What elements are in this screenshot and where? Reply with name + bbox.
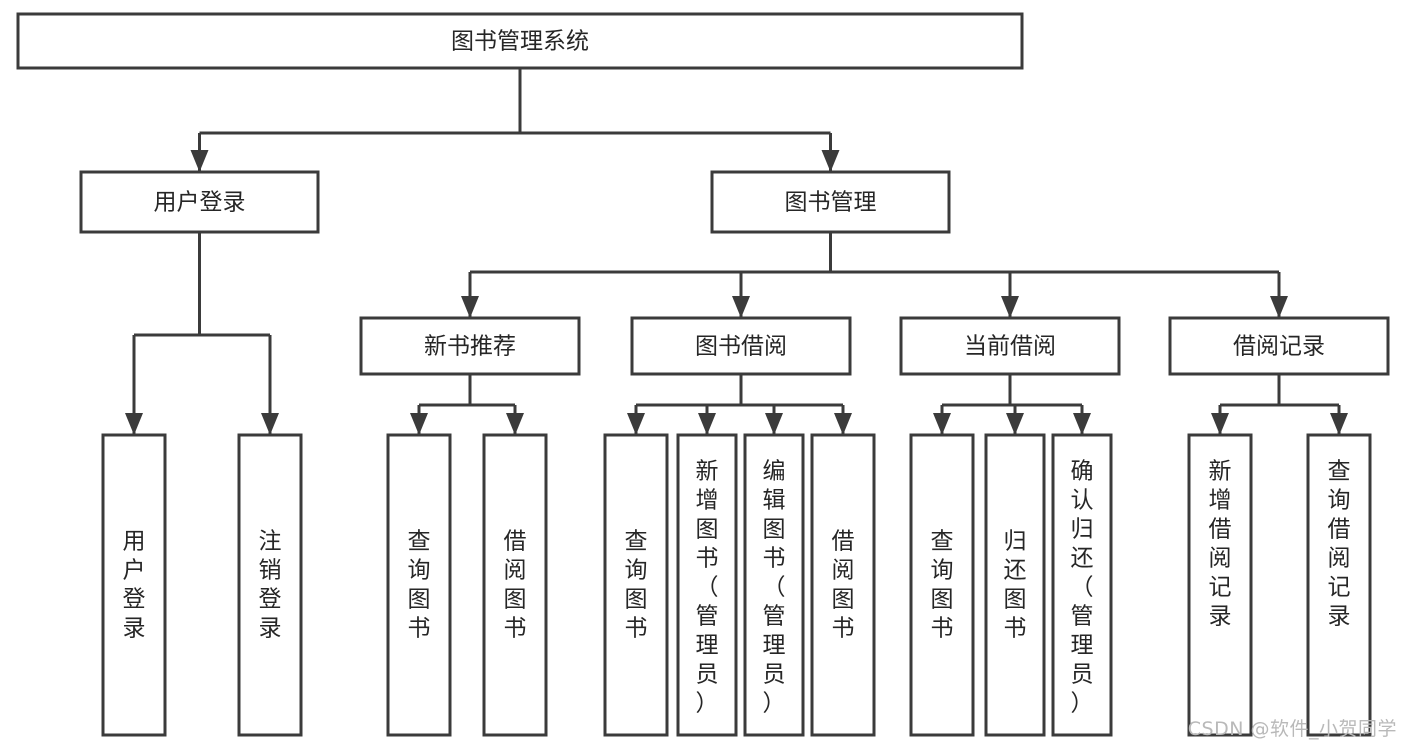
- node-label-leaf-return-book: 归还图书: [1004, 528, 1027, 641]
- node-leaf-confirm-return[interactable]: 确认归还（管理员）: [1051, 433, 1113, 737]
- node-borrow-record[interactable]: 借阅记录: [1168, 316, 1390, 376]
- node-box-new-book-rec[interactable]: [359, 316, 581, 376]
- node-label-leaf-query-book-1: 查询图书: [408, 528, 431, 641]
- arrow-to-leaf-user-logout: [261, 413, 279, 435]
- node-label-leaf-add-book: 新增图书（管理员）: [696, 458, 719, 716]
- arrow-to-leaf-confirm-return: [1073, 413, 1091, 435]
- arrow-to-leaf-add-record: [1211, 413, 1229, 435]
- node-leaf-borrow-book-1[interactable]: 借阅图书: [482, 433, 548, 737]
- node-label-new-book-rec: 新书推荐: [424, 334, 516, 360]
- node-box-leaf-user-login[interactable]: [101, 433, 167, 737]
- node-label-leaf-query-book-2: 查询图书: [625, 528, 648, 641]
- node-book-borrow[interactable]: 图书借阅: [630, 316, 852, 376]
- node-label-leaf-user-logout: 注销登录: [259, 528, 282, 641]
- node-label-root: 图书管理系统: [451, 29, 589, 55]
- node-box-leaf-add-record[interactable]: [1187, 433, 1253, 737]
- arrow-to-leaf-query-book-3: [933, 413, 951, 435]
- arrow-to-leaf-add-book: [698, 413, 716, 435]
- node-label-leaf-borrow-book-1: 借阅图书: [504, 528, 527, 641]
- node-box-root[interactable]: [16, 12, 1024, 70]
- node-leaf-add-record[interactable]: 新增借阅记录: [1187, 433, 1253, 737]
- node-layer: 图书管理系统用户登录图书管理新书推荐图书借阅当前借阅借阅记录用户登录注销登录查询…: [16, 12, 1390, 737]
- connector-layer: [125, 68, 1348, 435]
- node-box-book-manage[interactable]: [710, 170, 951, 234]
- csdn-watermark: CSDN @软件_小贺同学: [1187, 718, 1397, 740]
- node-leaf-query-book-1[interactable]: 查询图书: [386, 433, 452, 737]
- node-box-user-login[interactable]: [79, 170, 320, 234]
- arrow-to-leaf-borrow-book-1: [506, 413, 524, 435]
- arrow-to-leaf-user-login: [125, 413, 143, 435]
- arrow-to-borrow-record: [1270, 296, 1288, 318]
- arrow-to-leaf-query-record: [1330, 413, 1348, 435]
- arrow-to-book-borrow: [732, 296, 750, 318]
- node-leaf-user-logout[interactable]: 注销登录: [237, 433, 303, 737]
- node-box-leaf-edit-book[interactable]: [743, 433, 805, 737]
- node-box-leaf-query-book-1[interactable]: [386, 433, 452, 737]
- node-new-book-rec[interactable]: 新书推荐: [359, 316, 581, 376]
- node-box-borrow-record[interactable]: [1168, 316, 1390, 376]
- node-box-leaf-add-book[interactable]: [676, 433, 738, 737]
- node-leaf-edit-book[interactable]: 编辑图书（管理员）: [743, 433, 805, 737]
- node-label-user-login: 用户登录: [154, 190, 246, 216]
- node-box-leaf-confirm-return[interactable]: [1051, 433, 1113, 737]
- node-label-leaf-query-record: 查询借阅记录: [1328, 458, 1351, 629]
- node-box-leaf-borrow-book-2[interactable]: [810, 433, 876, 737]
- node-box-leaf-query-book-2[interactable]: [603, 433, 669, 737]
- node-box-leaf-query-book-3[interactable]: [909, 433, 975, 737]
- arrow-to-leaf-query-book-2: [627, 413, 645, 435]
- node-root[interactable]: 图书管理系统: [16, 12, 1024, 70]
- node-label-current-borrow: 当前借阅: [964, 334, 1056, 360]
- node-label-leaf-user-login: 用户登录: [123, 528, 146, 641]
- arrow-to-book-manage: [821, 150, 840, 172]
- node-box-leaf-borrow-book-1[interactable]: [482, 433, 548, 737]
- node-book-manage[interactable]: 图书管理: [710, 170, 951, 234]
- node-user-login[interactable]: 用户登录: [79, 170, 320, 234]
- node-leaf-add-book[interactable]: 新增图书（管理员）: [676, 433, 738, 737]
- node-box-leaf-return-book[interactable]: [984, 433, 1046, 737]
- node-label-book-borrow: 图书借阅: [695, 334, 787, 360]
- arrow-to-user-login: [190, 150, 209, 172]
- arrow-to-leaf-query-book-1: [410, 413, 428, 435]
- node-leaf-query-record[interactable]: 查询借阅记录: [1306, 433, 1372, 737]
- arrow-to-leaf-edit-book: [765, 413, 783, 435]
- node-leaf-query-book-2[interactable]: 查询图书: [603, 433, 669, 737]
- arrow-to-leaf-return-book: [1006, 413, 1024, 435]
- node-label-leaf-confirm-return: 确认归还（管理员）: [1071, 458, 1094, 716]
- node-label-borrow-record: 借阅记录: [1233, 334, 1325, 360]
- node-box-leaf-user-logout[interactable]: [237, 433, 303, 737]
- node-leaf-user-login[interactable]: 用户登录: [101, 433, 167, 737]
- node-label-leaf-query-book-3: 查询图书: [931, 528, 954, 641]
- node-leaf-return-book[interactable]: 归还图书: [984, 433, 1046, 737]
- node-label-leaf-add-record: 新增借阅记录: [1209, 458, 1232, 629]
- node-label-book-manage: 图书管理: [785, 190, 877, 216]
- arrow-to-new-book-rec: [461, 296, 479, 318]
- node-box-book-borrow[interactable]: [630, 316, 852, 376]
- node-label-leaf-borrow-book-2: 借阅图书: [832, 528, 855, 641]
- node-leaf-borrow-book-2[interactable]: 借阅图书: [810, 433, 876, 737]
- arrow-to-current-borrow: [1001, 296, 1019, 318]
- node-label-leaf-edit-book: 编辑图书（管理员）: [763, 458, 786, 716]
- arrow-to-leaf-borrow-book-2: [834, 413, 852, 435]
- node-leaf-query-book-3[interactable]: 查询图书: [909, 433, 975, 737]
- node-box-leaf-query-record[interactable]: [1306, 433, 1372, 737]
- node-box-current-borrow[interactable]: [899, 316, 1121, 376]
- node-current-borrow[interactable]: 当前借阅: [899, 316, 1121, 376]
